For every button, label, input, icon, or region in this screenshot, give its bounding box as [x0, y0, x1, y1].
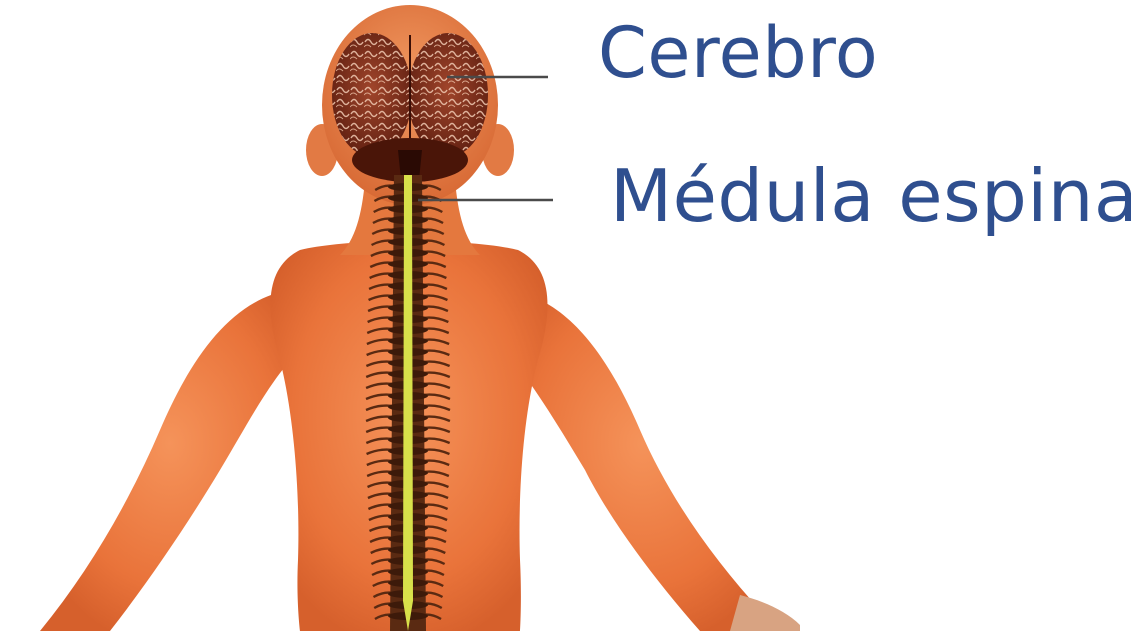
spinal-cord: [403, 175, 413, 631]
left-arm: [40, 290, 300, 631]
right-hand: [730, 595, 800, 631]
brain-label: Cerebro: [598, 18, 878, 88]
brain: [332, 33, 488, 190]
right-arm: [505, 290, 780, 631]
spinal-cord-label: Médula espinal: [610, 160, 1131, 232]
